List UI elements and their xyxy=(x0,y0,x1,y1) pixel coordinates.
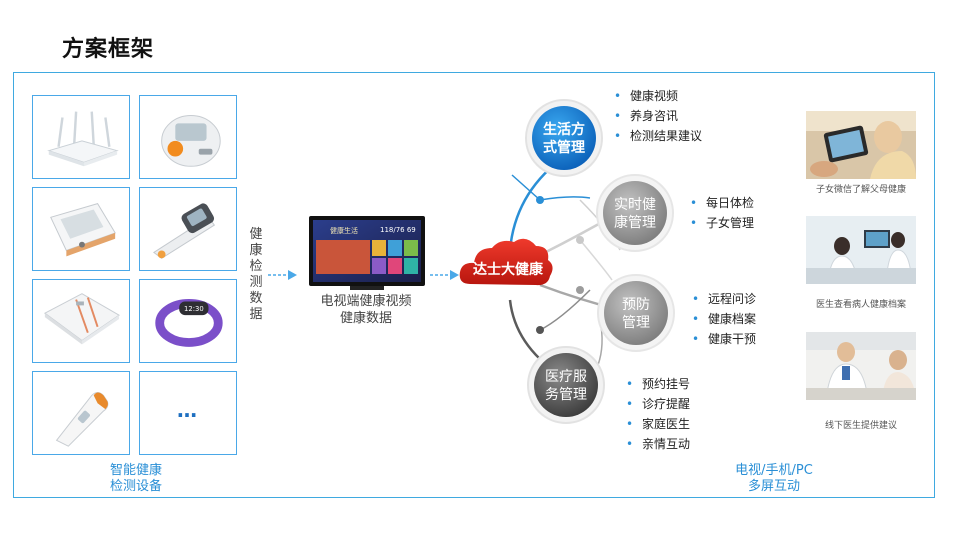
realtime-items: 每日体检 子女管理 xyxy=(688,193,754,233)
module-label-prevention: 预防 管理 xyxy=(602,296,670,332)
lifestyle-items: 健康视频 养身咨讯 检测结果建议 xyxy=(612,86,702,146)
multi-screen-label-line-2: 多屏互动 xyxy=(747,479,800,494)
device-router xyxy=(32,95,130,179)
vlabel-char: 健 xyxy=(249,227,263,242)
hub-label: 达士大健康 xyxy=(473,262,543,278)
list-item: 每日体检 xyxy=(688,193,754,213)
arrow-devices-to-tv xyxy=(268,270,297,280)
multi-screen-label-line-1: 电视/手机/PC xyxy=(735,463,813,478)
module-label-medical: 医疗服 务管理 xyxy=(532,368,600,404)
module-label-line: 预防 xyxy=(622,297,650,313)
prevention-items: 远程问诊 健康档案 健康干预 xyxy=(690,289,756,349)
device-blood-pressure-monitor xyxy=(32,187,130,271)
device-wrist-monitor xyxy=(139,187,237,271)
module-label-realtime: 实时健 康管理 xyxy=(601,196,669,232)
list-item: 检测结果建议 xyxy=(612,126,702,146)
devices-label: 智能健康 检测设备 xyxy=(88,463,184,495)
svg-text:12:30: 12:30 xyxy=(184,305,204,313)
photo-offline-doctor-advice xyxy=(806,332,916,400)
list-item: 家庭医生 xyxy=(624,414,690,434)
more-ellipsis: … xyxy=(177,398,199,422)
photo-doctor-viewing-records xyxy=(806,216,916,284)
devices-label-line-2: 检测设备 xyxy=(109,479,162,494)
vlabel-char: 数 xyxy=(249,291,263,306)
list-item: 远程问诊 xyxy=(690,289,756,309)
list-item: 健康视频 xyxy=(612,86,702,106)
device-more-placeholder: … xyxy=(139,371,237,455)
tv-caption-line-1: 电视端健康视频 xyxy=(320,294,412,309)
vlabel-char: 测 xyxy=(249,275,263,290)
list-item: 亲情互动 xyxy=(624,434,690,454)
device-ear-thermometer xyxy=(32,371,130,455)
tv-screen-reading: 118/76 69 xyxy=(380,226,416,234)
tv-screen-title: 健康生活 xyxy=(330,227,358,235)
list-item: 健康档案 xyxy=(690,309,756,329)
health-data-vertical-label: 健 康 检 测 数 据 xyxy=(248,227,264,323)
list-item: 子女管理 xyxy=(688,213,754,233)
module-label-line: 式管理 xyxy=(543,140,585,156)
module-label-line: 康管理 xyxy=(614,215,656,231)
module-label-line: 实时健 xyxy=(614,197,656,213)
module-label-line: 生活方 xyxy=(543,122,585,138)
tv-screen xyxy=(309,216,425,290)
device-blood-glucose-meter xyxy=(139,95,237,179)
arrow-tv-to-hub xyxy=(430,270,459,280)
page-title: 方案框架 xyxy=(62,37,155,62)
vlabel-char: 据 xyxy=(249,307,263,322)
medical-items: 预约挂号 诊疗提醒 家庭医生 亲情互动 xyxy=(624,374,690,454)
multi-screen-label: 电视/手机/PC 多屏互动 xyxy=(722,463,826,495)
list-item: 健康干预 xyxy=(690,329,756,349)
tv-caption: 电视端健康视频 健康数据 xyxy=(304,293,428,327)
devices-label-line-1: 智能健康 xyxy=(109,463,162,478)
diagram-frame xyxy=(13,72,935,498)
list-item: 预约挂号 xyxy=(624,374,690,394)
list-item: 养身咨讯 xyxy=(612,106,702,126)
photo-child-checking-tablet xyxy=(806,111,916,179)
photo-caption-1: 子女微信了解父母健康 xyxy=(815,185,906,195)
vlabel-char: 康 xyxy=(249,243,263,258)
list-item: 诊疗提醒 xyxy=(624,394,690,414)
device-body-scale xyxy=(32,279,130,363)
vlabel-char: 检 xyxy=(249,259,263,274)
module-label-lifestyle: 生活方 式管理 xyxy=(530,121,598,157)
tv-caption-line-2: 健康数据 xyxy=(339,311,392,326)
module-label-line: 务管理 xyxy=(545,387,587,403)
photo-caption-3: 线下医生提供建议 xyxy=(824,421,897,431)
spoke-lifestyle xyxy=(508,159,561,251)
module-label-line: 医疗服 xyxy=(545,369,587,385)
photo-caption-2: 医生查看病人健康档案 xyxy=(815,300,906,310)
spoke-medical xyxy=(508,299,561,377)
device-fitness-band: 12:30 xyxy=(139,279,237,363)
module-label-line: 管理 xyxy=(622,315,650,331)
